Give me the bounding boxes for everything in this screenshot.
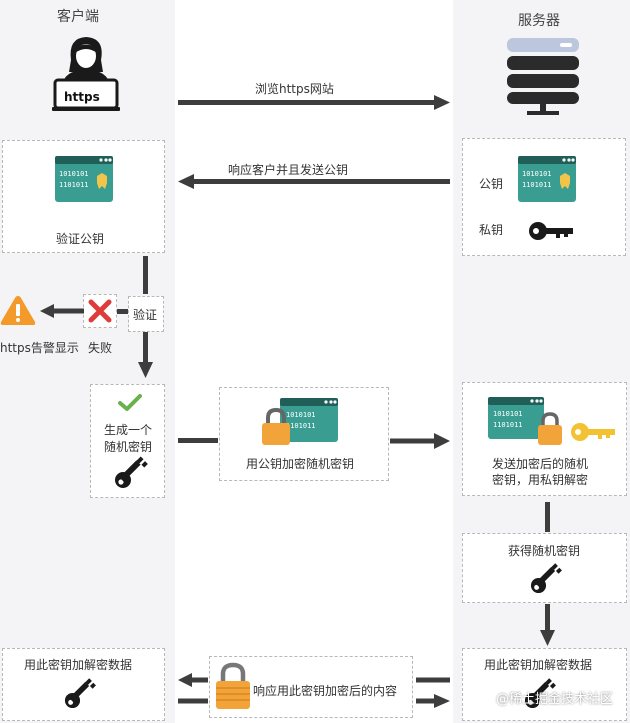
msg-respond-public-key-label: 响应客户并且发送公钥 bbox=[228, 163, 349, 177]
respond-encrypted-label: 响应用此密钥加密后的内容 bbox=[253, 684, 398, 698]
server-encrypt-data-label: 用此密钥加解密数据 bbox=[484, 658, 593, 672]
server-lock-icon bbox=[538, 412, 562, 445]
decrypt-label-2: 密钥，用私钥解密 bbox=[492, 473, 589, 487]
encrypt-random-key-label: 用公钥加密随机密钥 bbox=[246, 457, 355, 471]
server-data-key-icon bbox=[524, 678, 556, 709]
verify-public-key-label: 验证公钥 bbox=[56, 232, 105, 246]
server-encrypted-certificate-icon bbox=[488, 397, 544, 439]
cert-line-2: 1101011 bbox=[59, 181, 89, 189]
arrow-verify-generate bbox=[138, 332, 153, 378]
verify-step-box bbox=[128, 296, 164, 332]
server-icon bbox=[507, 38, 579, 115]
arrow-getkey-encryptdata bbox=[540, 604, 555, 646]
fail-cross-icon bbox=[88, 299, 112, 323]
client-data-key-icon bbox=[64, 678, 96, 709]
watermark: @稀土掘金技术社区 bbox=[496, 692, 614, 707]
laptop-https-text: https bbox=[64, 90, 100, 104]
gold-private-key-icon bbox=[571, 423, 615, 441]
server-title: 服务器 bbox=[518, 13, 560, 29]
private-key-label: 私钥 bbox=[479, 223, 504, 237]
connector-verify-down bbox=[143, 256, 148, 294]
generate-key-label-1: 生成一个 bbox=[104, 423, 153, 437]
encrypt-cert-line-1: 1010101 bbox=[286, 411, 316, 419]
verify-label: 验证 bbox=[133, 308, 158, 322]
private-key-icon bbox=[529, 222, 573, 240]
public-key-label: 公钥 bbox=[479, 177, 504, 191]
connector-verify-fail bbox=[117, 309, 128, 314]
server-random-key-icon bbox=[530, 563, 562, 594]
cert-line-1: 1010101 bbox=[59, 170, 89, 178]
arrow-browse bbox=[178, 95, 450, 110]
server-cert-line-2: 1101011 bbox=[522, 181, 552, 189]
warning-label: https告警显示 bbox=[0, 341, 79, 355]
server-cert-line-1: 1010101 bbox=[522, 170, 552, 178]
server-encrypt-cert-line-2: 1101011 bbox=[493, 421, 523, 429]
server-encrypt-cert-line-1: 1010101 bbox=[493, 410, 523, 418]
client-title: 客户端 bbox=[57, 9, 99, 25]
get-random-key-box bbox=[462, 533, 627, 603]
lock-icon bbox=[262, 408, 290, 445]
public-key-certificate-icon bbox=[518, 156, 576, 202]
connector-decrypt-getkey bbox=[545, 502, 550, 532]
client-encrypt-data-label: 用此密钥加解密数据 bbox=[24, 658, 133, 672]
arrow-respond-public-key bbox=[178, 174, 450, 189]
decrypt-label-1: 发送加密后的随机 bbox=[492, 457, 589, 471]
msg-browse-label: 浏览https网站 bbox=[255, 82, 334, 96]
arrows-bottom-right bbox=[416, 677, 450, 708]
certificate-icon bbox=[55, 156, 113, 202]
generate-key-label-2: 随机密钥 bbox=[104, 440, 153, 454]
fail-label: 失败 bbox=[88, 341, 113, 355]
check-icon bbox=[118, 394, 142, 411]
connector-generate-encrypt bbox=[178, 438, 218, 443]
get-key-label: 获得随机密钥 bbox=[508, 544, 581, 558]
fail-icon-box bbox=[83, 294, 117, 328]
arrow-encrypt-to-server bbox=[390, 433, 450, 449]
client-user-icon bbox=[52, 37, 120, 111]
random-key-icon bbox=[115, 456, 148, 488]
encrypted-certificate-icon bbox=[280, 398, 338, 442]
arrows-bottom-left bbox=[178, 673, 208, 704]
warning-icon bbox=[0, 296, 36, 325]
encrypt-cert-line-2: 1101011 bbox=[286, 422, 316, 430]
respond-lock-icon bbox=[216, 662, 250, 709]
arrow-fail-warning bbox=[40, 304, 84, 318]
